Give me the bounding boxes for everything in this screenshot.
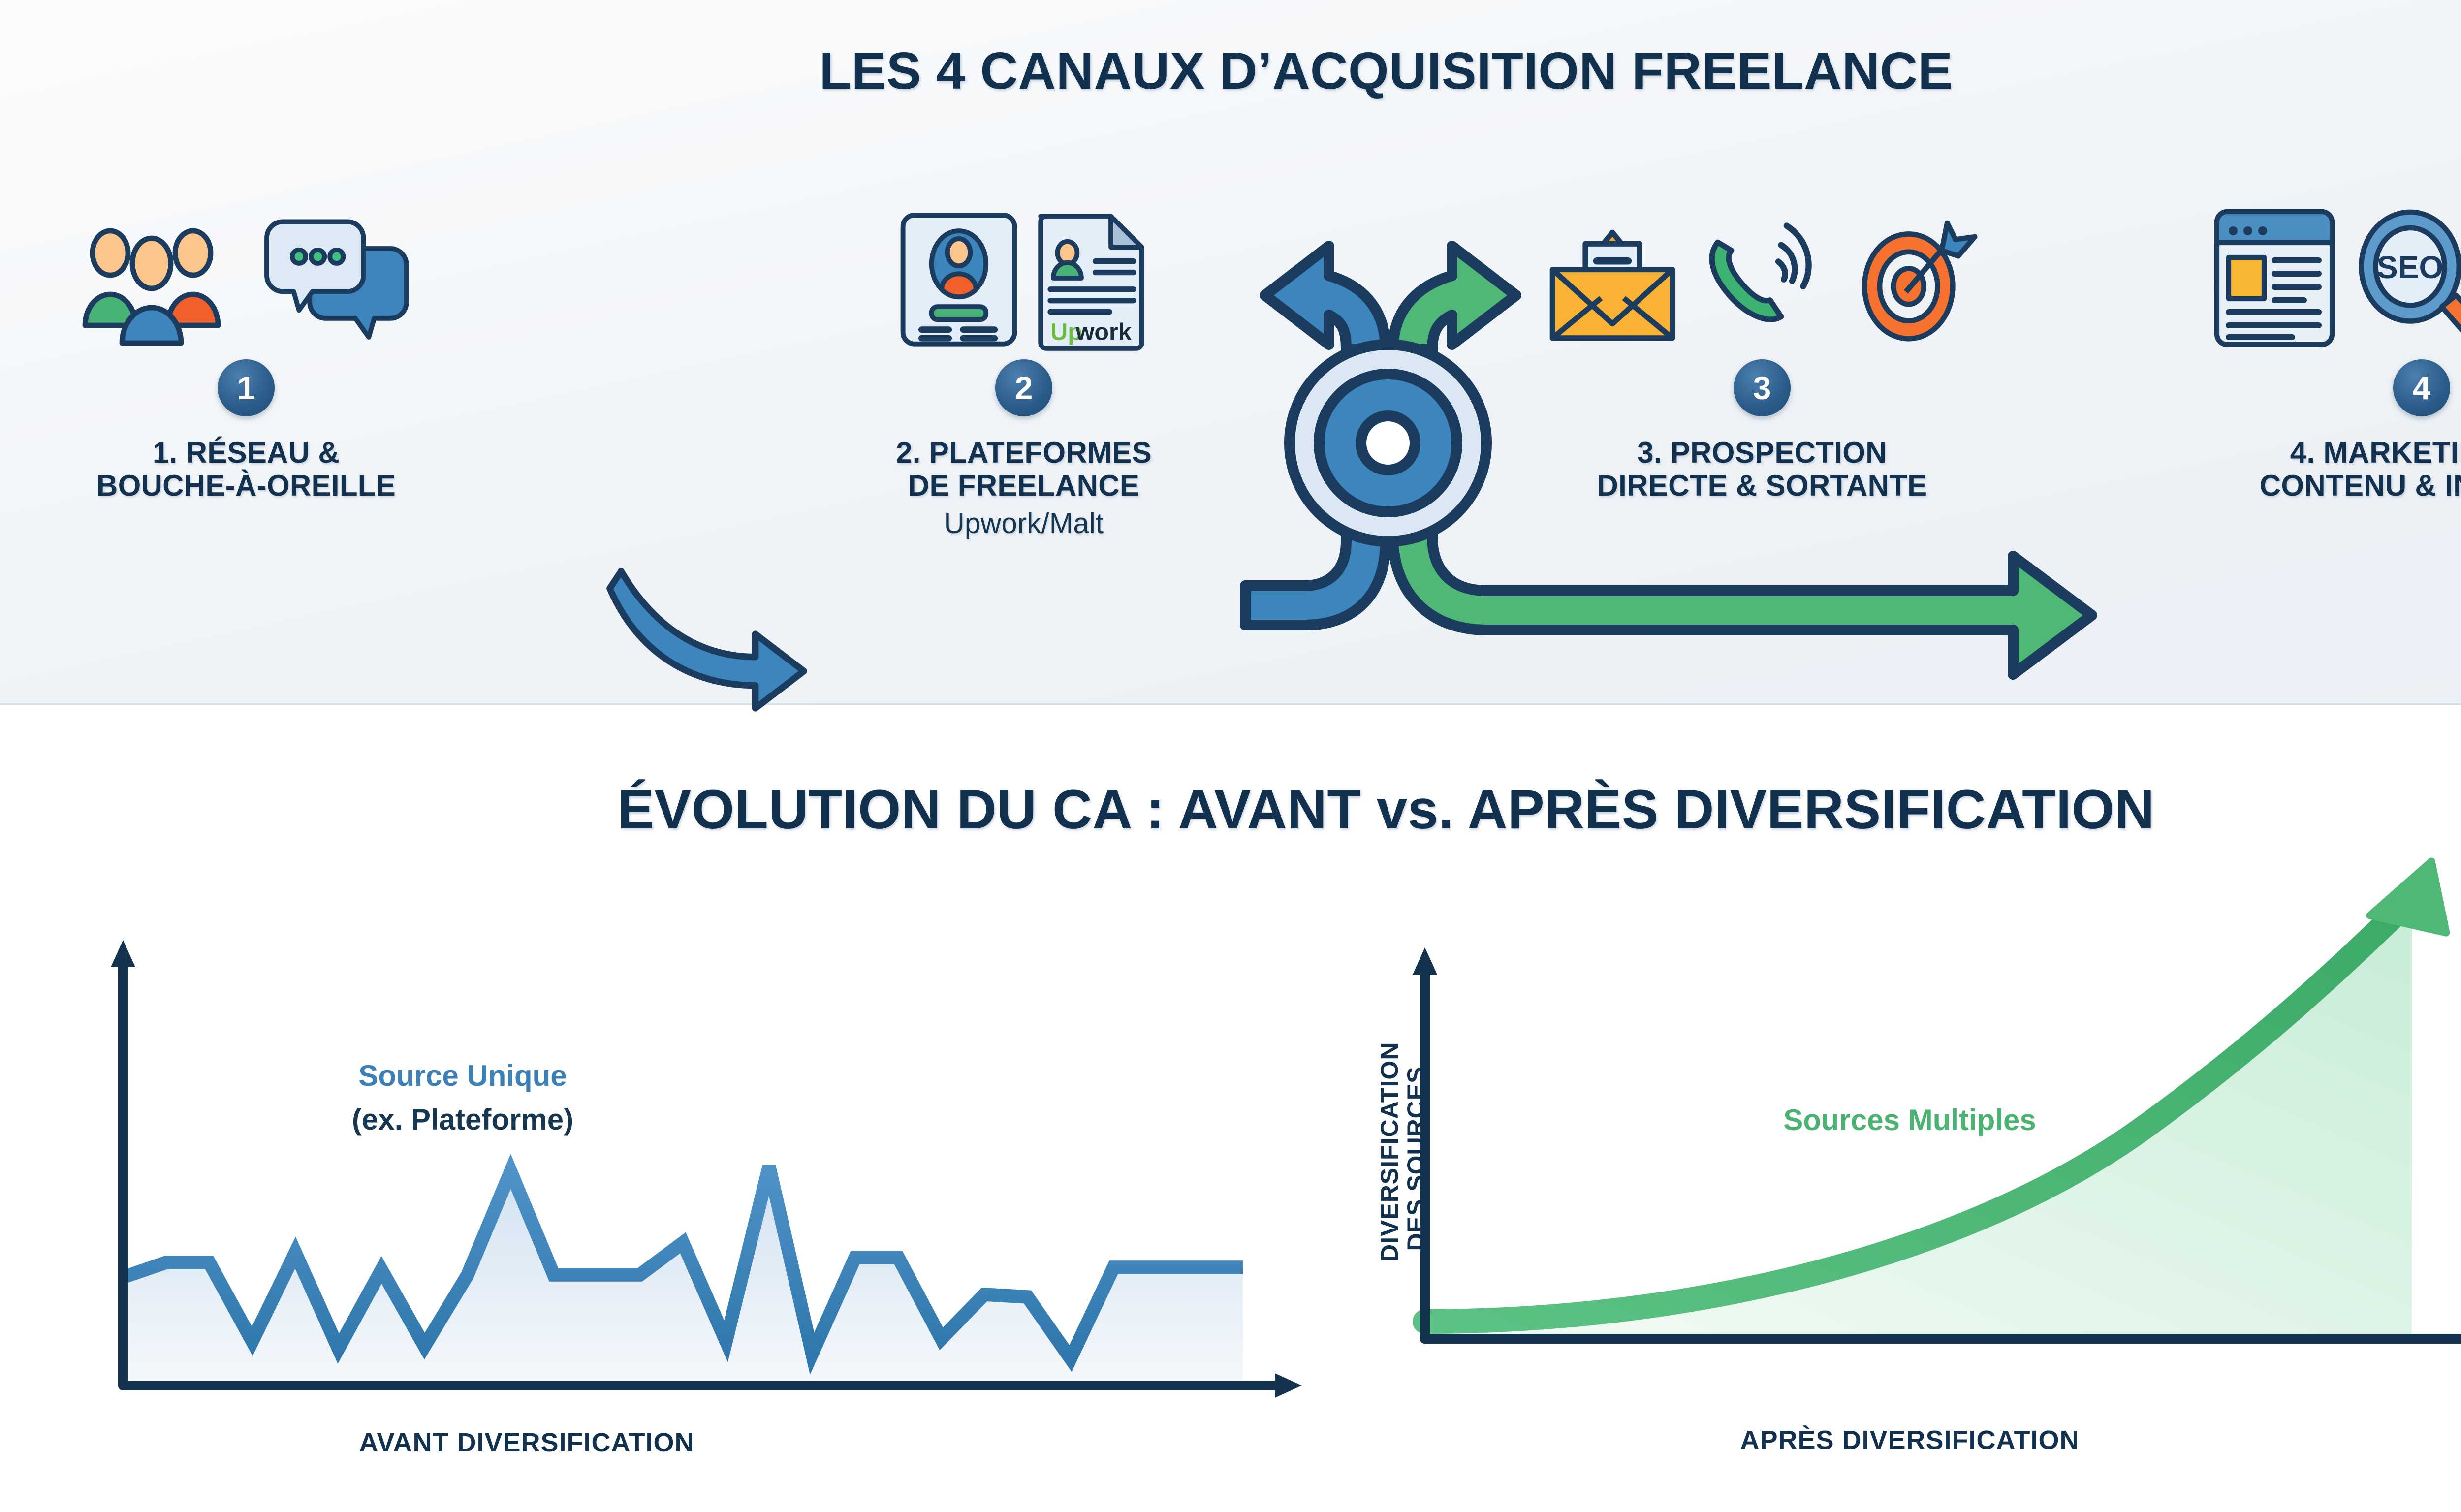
chart-apres-axes xyxy=(1413,947,2461,1344)
channel-1-label: 1. RÉSEAU & BOUCHE-À-OREILLE xyxy=(96,436,396,503)
ringing-phone-icon xyxy=(1709,222,1812,322)
chart-apres-arrowhead xyxy=(2366,857,2450,937)
comparison-title: ÉVOLUTION DU CA : AVANT vs. APRÈS DIVERS… xyxy=(617,779,2155,840)
channel-card-1[interactable]: 1 1. RÉSEAU & BOUCHE-À-OREILLE xyxy=(44,197,448,502)
chart-avant-axes xyxy=(111,940,1302,1398)
channel-3-badge: 3 xyxy=(1734,359,1791,416)
channel-card-3[interactable]: 3 3. PROSPECTION DIRECTE & SORTANTE xyxy=(1496,197,2028,502)
page-title: LES 4 CANAUX D’ACQUISITION FREELANCE xyxy=(819,42,1953,100)
upwork-logo-work: work xyxy=(1075,319,1132,346)
channel-4-badge: 4 xyxy=(2393,359,2450,416)
people-group-icon xyxy=(82,228,221,346)
chart-apres-series-label: Sources Multiples xyxy=(1783,1103,2036,1136)
chart-apres-ylabel: DIVERSIFICATION DES SOURCES xyxy=(1376,1041,1430,1262)
chart-avant-diversification: Source Unique (ex. Plateforme) xyxy=(98,935,1329,1457)
curved-blue-arrow-icon xyxy=(606,567,807,712)
browser-window-icon xyxy=(2214,209,2335,347)
target-arrow-icon xyxy=(1862,220,1978,342)
chart-apres-diversification: DIVERSIFICATION DES SOURCES Sources Mult… xyxy=(1329,847,2461,1455)
channel-3-label: 3. PROSPECTION DIRECTE & SORTANTE xyxy=(1597,436,1927,503)
chart-avant-area xyxy=(123,1166,1243,1386)
upwork-document-icon: Up work xyxy=(1038,214,1144,351)
channel-2-icons: Up work xyxy=(832,197,1216,359)
channel-2-sublabel: Upwork/Malt xyxy=(944,507,1104,540)
chart-apres-xlabel: APRÈS DIVERSIFICATION xyxy=(1740,1425,2080,1455)
profile-card-icon xyxy=(900,213,1017,346)
seo-label: SEO xyxy=(2377,250,2444,285)
channel-2-label: 2. PLATEFORMES DE FREELANCE xyxy=(896,436,1152,503)
channel-card-4[interactable]: SEO 4 4. MARKETING DE CONTENU & INBOUND xyxy=(2112,197,2461,502)
seo-magnifier-icon: SEO xyxy=(2359,209,2461,333)
chart-avant-series-label-2: (ex. Plateforme) xyxy=(351,1103,574,1136)
envelope-icon xyxy=(1549,229,1675,341)
speech-bubbles-icon xyxy=(264,219,409,340)
channel-card-2[interactable]: Up work 2 2. PLATEFORMES DE FREELANCE Up… xyxy=(832,197,1216,540)
channel-1-badge: 1 xyxy=(218,359,275,416)
chart-apres-plot xyxy=(1413,857,2461,1344)
chart-apres-curve xyxy=(1413,896,2414,1334)
upwork-logo-up: Up xyxy=(1050,319,1082,346)
chart-avant-line xyxy=(121,1154,1243,1375)
chart-apres-area xyxy=(1425,906,2412,1339)
channel-1-icons xyxy=(44,197,448,359)
channel-4-icons: SEO xyxy=(2112,197,2461,359)
chart-avant-xlabel: AVANT DIVERSIFICATION xyxy=(359,1428,694,1457)
chart-avant-series-label-1: Source Unique xyxy=(358,1059,567,1092)
chart-avant-plot xyxy=(111,940,1302,1398)
channel-3-icons xyxy=(1496,197,2028,359)
channel-4-label: 4. MARKETING DE CONTENU & INBOUND xyxy=(2259,436,2461,503)
channel-2-badge: 2 xyxy=(995,359,1052,416)
split-junction-icon xyxy=(1240,241,2097,680)
